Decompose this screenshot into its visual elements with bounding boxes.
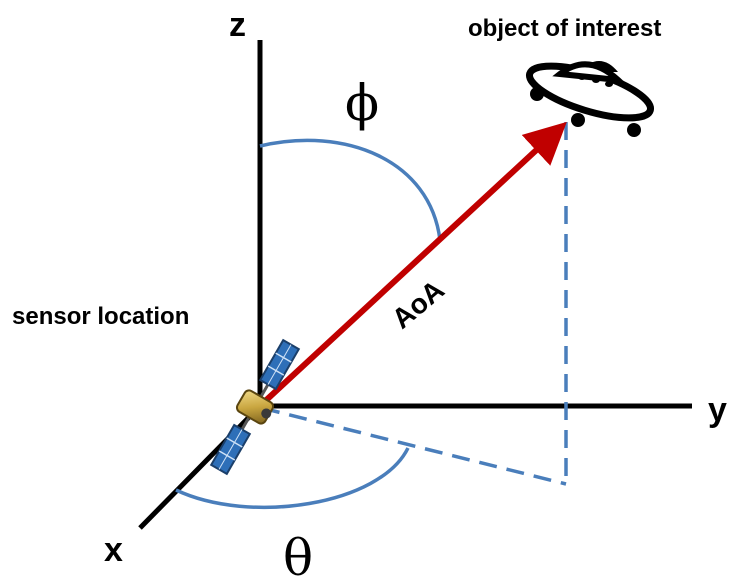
object-of-interest-label: object of interest: [468, 15, 661, 42]
satellite-icon: [209, 338, 301, 476]
z-axis-label: z: [229, 6, 246, 44]
theta-arc: [175, 447, 410, 510]
y-axis-label: y: [708, 391, 727, 429]
projection-ground: [261, 406, 567, 486]
aoa-arrow: [259, 121, 567, 407]
x-axis: [138, 402, 264, 530]
ufo-icon: [525, 61, 655, 137]
theta-label: θ: [283, 529, 313, 581]
phi-label: ϕ: [345, 74, 379, 132]
x-axis-label: x: [104, 531, 123, 569]
phi-arc: [259, 138, 442, 241]
sensor-location-label: sensor location: [12, 303, 189, 330]
